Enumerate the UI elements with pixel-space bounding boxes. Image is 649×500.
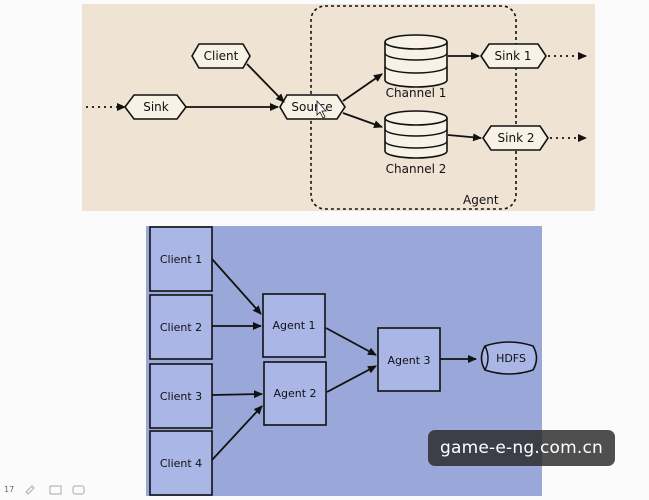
arrow-client-3-to-agent-2 (211, 390, 263, 399)
page-number: 17 (4, 485, 15, 494)
arrow-channel-2-to-sink-2 (447, 133, 482, 142)
agent-1-node: Agent 1 (262, 293, 326, 358)
sink-node: Sink (124, 94, 187, 120)
svg-text:Sink 1: Sink 1 (495, 49, 532, 63)
arrow-agent-1-to-agent-3 (325, 327, 377, 356)
channel-2-node: Channel 2 (384, 110, 448, 176)
client-1-node: Client 1 (149, 226, 213, 292)
agent-label: Agent (463, 193, 499, 207)
comment-icon[interactable] (72, 485, 85, 495)
svg-text:Agent 2: Agent 2 (273, 387, 316, 400)
svg-text:HDFS: HDFS (496, 352, 526, 365)
svg-text:Agent 1: Agent 1 (272, 319, 315, 332)
svg-text:Client 1: Client 1 (160, 253, 202, 266)
svg-text:Client 4: Client 4 (160, 457, 202, 470)
client-3-node: Client 3 (149, 363, 213, 429)
svg-text:Sink: Sink (143, 100, 169, 114)
svg-text:Source: Source (291, 100, 332, 114)
arrow-agent-2-to-agent-3 (326, 365, 377, 393)
hdfs-node: HDFS (480, 341, 538, 375)
client-4-node: Client 4 (149, 430, 213, 496)
svg-text:Sink 2: Sink 2 (498, 131, 535, 145)
agent-2-node: Agent 2 (263, 361, 327, 426)
sink-2-node: Sink 2 (482, 125, 549, 151)
svg-text:Agent 3: Agent 3 (387, 354, 430, 367)
pencil-icon[interactable] (25, 485, 35, 495)
top-flow-diagram: Agent Sink Client Source Channel 1 (82, 4, 595, 211)
svg-text:Channel 1: Channel 1 (386, 86, 447, 100)
svg-text:Channel 2: Channel 2 (386, 162, 447, 176)
svg-text:Client 3: Client 3 (160, 390, 202, 403)
slide-toolbar (25, 485, 85, 495)
agent-3-node: Agent 3 (377, 327, 441, 392)
arrow-client-to-source (246, 63, 285, 103)
channel-1-node: Channel 1 (384, 34, 448, 100)
svg-text:Client 2: Client 2 (160, 321, 202, 334)
slide-icon[interactable] (49, 485, 62, 495)
watermark: game-e-ng.com.cn (428, 430, 615, 466)
arrow-source-to-channel-2 (342, 112, 383, 129)
sink-1-node: Sink 1 (480, 43, 547, 69)
client-2-node: Client 2 (149, 294, 213, 360)
arrow-client-4-to-agent-2 (211, 405, 263, 461)
svg-text:Client: Client (204, 49, 239, 63)
arrow-client-1-to-agent-1 (211, 258, 262, 315)
source-node: Source (279, 94, 346, 120)
client-node: Client (191, 43, 251, 69)
mouse-cursor-icon (316, 99, 327, 119)
arrow-source-to-channel-1 (342, 73, 383, 102)
